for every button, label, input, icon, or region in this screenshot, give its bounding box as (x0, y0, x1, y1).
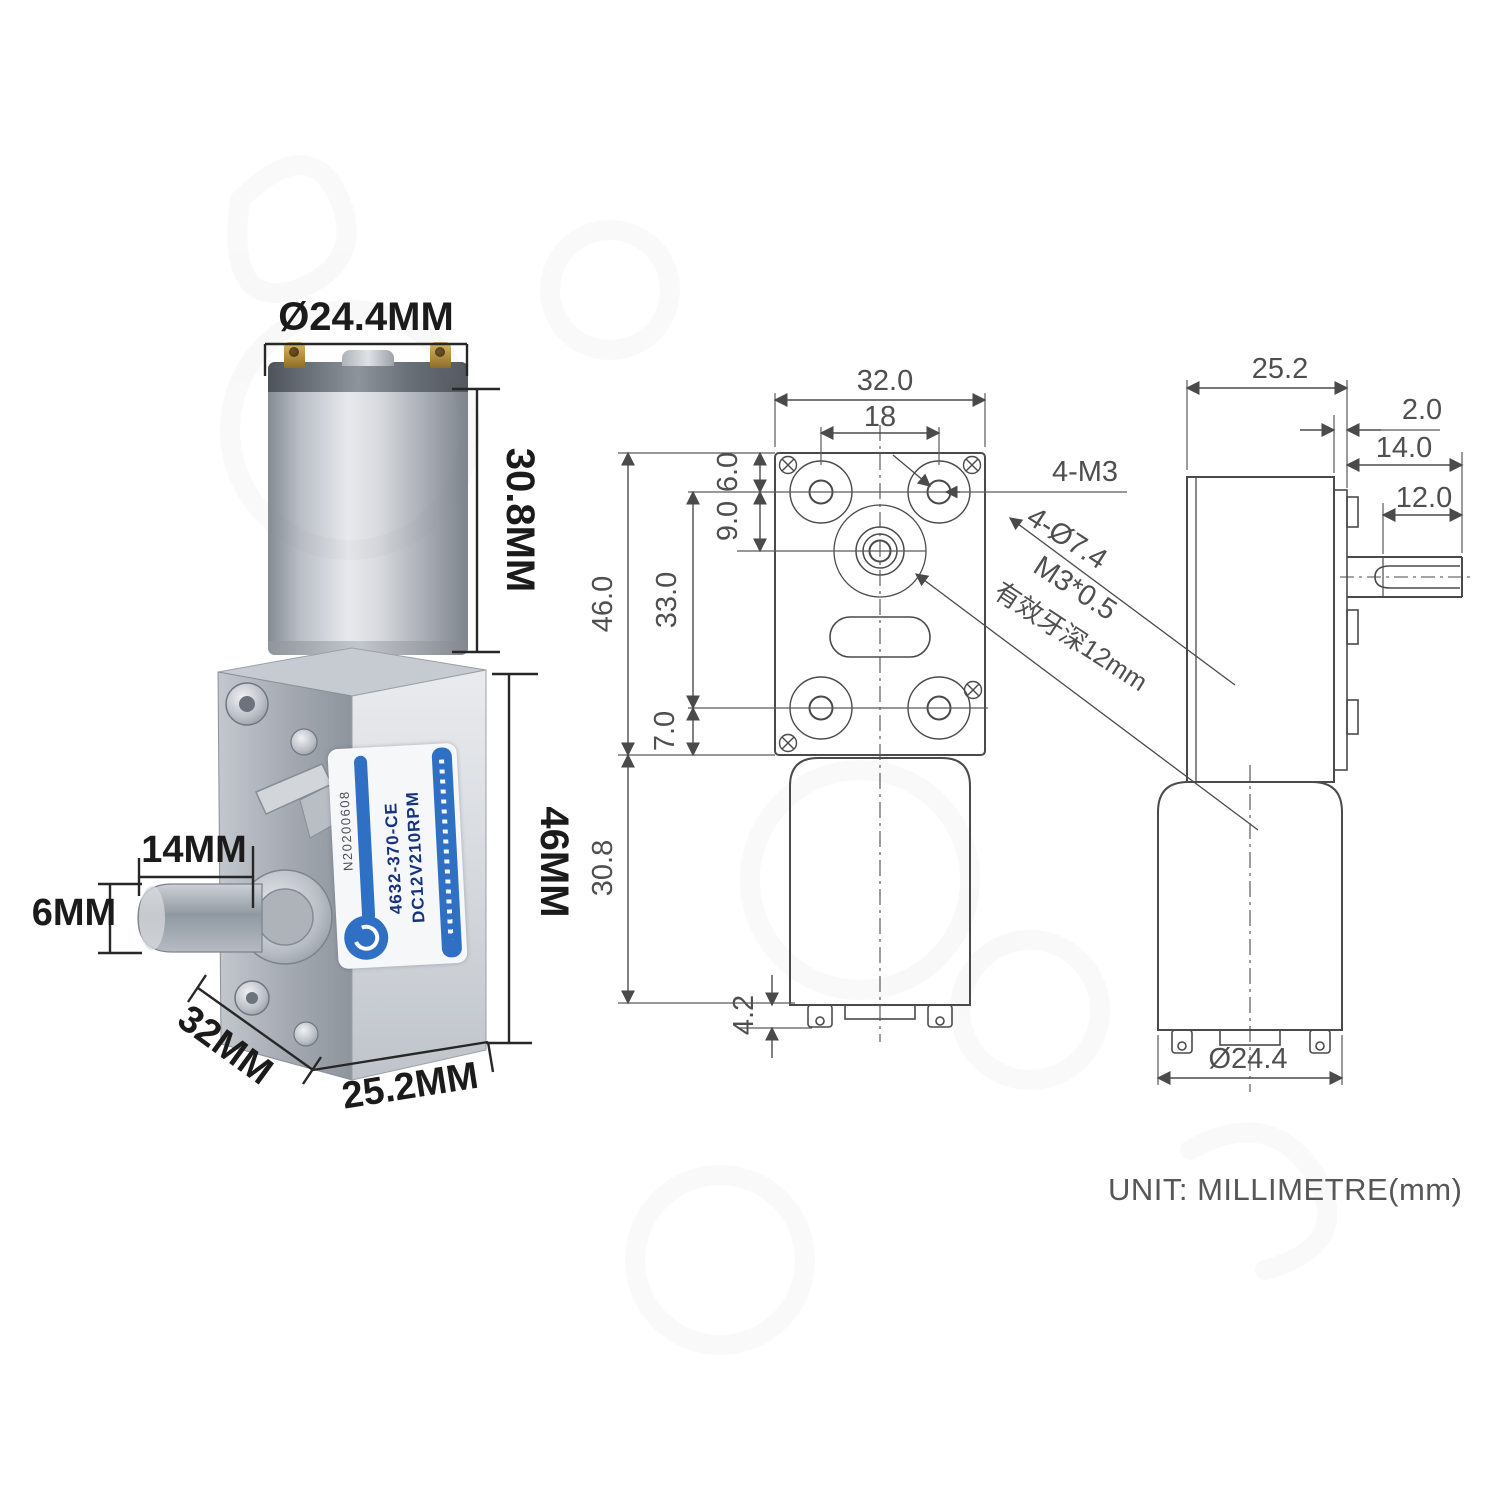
front-dim-motor-length: 30.8 (587, 840, 619, 896)
output-shaft (137, 883, 263, 953)
sticker-model-spec: 4632-370-CE DC12V210RPM (378, 757, 432, 959)
front-corner-screws (778, 455, 983, 753)
front-dim-hole-to-edge: 7.0 (649, 711, 681, 751)
shaft-hub-inner (256, 888, 314, 946)
front-dim-lines (621, 393, 987, 1058)
photo-dim-shaft-diameter: 6MM (32, 892, 116, 934)
front-dim-edge-to-hole: 6.0 (712, 452, 744, 492)
front-dim-hole-span-y: 33.0 (651, 572, 683, 628)
side-shaft (1340, 556, 1472, 598)
side-view (1156, 380, 1472, 1092)
motor-label-sticker: N20200608 4632-370-CE DC12V210RPM (327, 742, 468, 970)
unit-note: UNIT: MILLIMETRE(mm) (1108, 1172, 1463, 1207)
side-cover-plate (1333, 489, 1348, 771)
side-dim-shaft-flat: 12.0 (1396, 482, 1452, 514)
photo-terminal-left (284, 342, 305, 368)
front-motor-outline (789, 757, 971, 1006)
front-dim-hole-span-x: 18 (864, 401, 896, 433)
side-dim-depth: 25.2 (1252, 353, 1308, 385)
front-note-corner-screws: 4-M3 (1052, 456, 1118, 488)
photo-motor-bottom-ring (268, 641, 468, 655)
side-cover-tabs (1346, 496, 1359, 735)
photo-dim-shaft-length: 14MM (141, 829, 247, 871)
brand-logo-icon (343, 914, 390, 961)
front-leader-lines (892, 454, 1259, 831)
sticker-blue-stripe (431, 747, 463, 958)
front-view (618, 393, 1259, 1058)
front-dim-hole-to-shaft: 9.0 (712, 501, 744, 541)
photo-motor-cap-bump (342, 350, 394, 366)
gearbox-screw-socket (246, 992, 258, 1004)
front-dim-terminal-height: 4.2 (728, 995, 760, 1035)
gearbox-screw (290, 728, 318, 756)
side-motor-terminals (1171, 1029, 1331, 1054)
side-dim-plate-thickness: 2.0 (1402, 394, 1442, 426)
output-shaft-end (139, 886, 165, 950)
photo-dim-gear-height: 46MM (532, 806, 576, 917)
front-dim-height: 46.0 (587, 576, 619, 632)
gearbox-screw-socket (239, 696, 255, 712)
side-dim-shaft-length: 14.0 (1376, 432, 1432, 464)
gearbox-screw (293, 1021, 319, 1047)
side-dim-motor-diameter: Ø24.4 (1209, 1043, 1288, 1075)
photo-dim-diameter: Ø24.4MM (278, 295, 454, 339)
side-dim-lines (1156, 381, 1464, 1085)
photo-dimensions (98, 342, 538, 1085)
side-gearbox-outline (1186, 476, 1335, 783)
photo-terminal-right (430, 342, 451, 368)
side-motor-outline (1157, 781, 1343, 1031)
photo-dim-motor-height: 30.8MM (498, 448, 542, 593)
front-dim-width: 32.0 (857, 365, 913, 397)
